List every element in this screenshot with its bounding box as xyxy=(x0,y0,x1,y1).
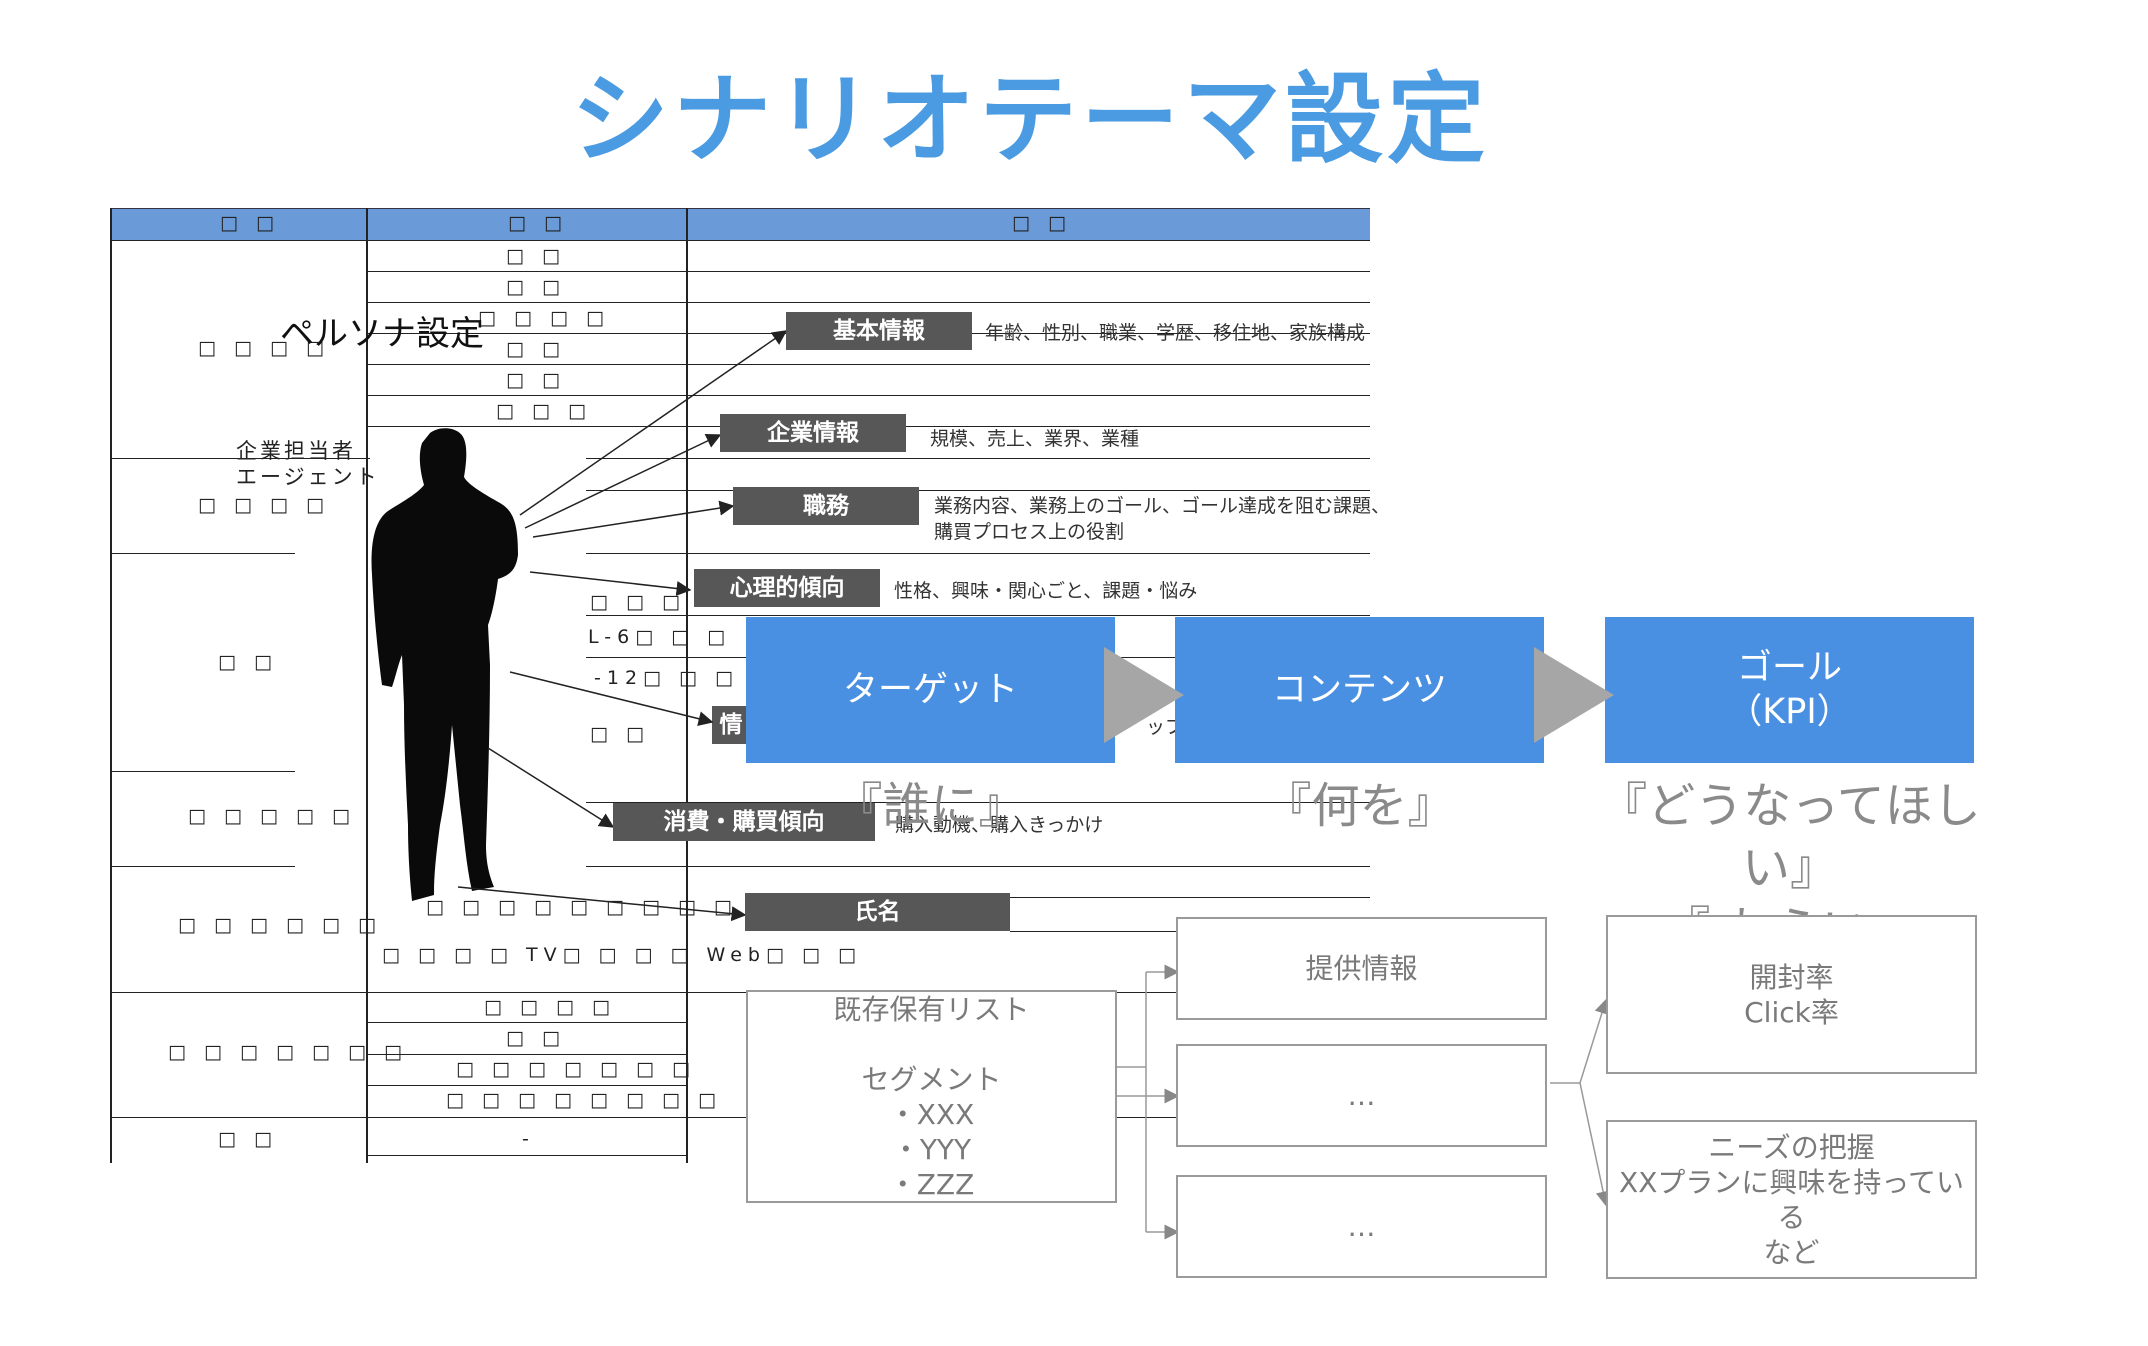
goal-box: ゴール （KPI） xyxy=(1605,617,1974,763)
table-rule xyxy=(366,395,1370,396)
table-rule xyxy=(366,1054,686,1055)
target-quote: 『誰に』 xyxy=(834,778,1027,834)
table-rule xyxy=(586,553,1370,554)
table-cell: □ □ □ □ □ □ □ xyxy=(456,1058,696,1080)
table-divider-2 xyxy=(686,208,688,1163)
table-rule xyxy=(366,1085,686,1086)
table-cell: □ □ □ □ xyxy=(198,494,330,516)
covered-desc: ップ xyxy=(1146,716,1185,738)
persona-desc-psychology: 性格、興味・関心ごと、課題・悩み xyxy=(894,580,1198,602)
table-cell: □ □ xyxy=(506,245,566,267)
table-rule xyxy=(110,240,1370,241)
arrow-right-icon xyxy=(1534,647,1614,743)
table-rule xyxy=(366,1022,686,1023)
persona-label-company-info: 企業情報 xyxy=(720,414,906,452)
table-cell: □ □ □ □ xyxy=(478,307,610,329)
table-rule xyxy=(366,302,1370,303)
table-header-cell-1: □ □ xyxy=(220,212,280,234)
goal-metric-box: 開封率 Click率 xyxy=(1606,915,1977,1074)
table-cell: □ □ □ □ □ xyxy=(188,805,356,827)
page-title: シナリオテーマ設定 xyxy=(570,63,1489,177)
persona-title: ペルソナ設定 xyxy=(280,314,484,354)
arrow-right-icon xyxy=(1104,647,1184,743)
persona-label-name: 氏名 xyxy=(745,893,1010,931)
table-cell: -12□ □ □ xyxy=(594,667,739,689)
content-info-box: 提供情報 xyxy=(1176,917,1547,1020)
table-header-cell-3: □ □ xyxy=(1012,212,1072,234)
table-rule xyxy=(110,992,1370,993)
table-rule xyxy=(110,1117,1370,1118)
table-cell: □ □ □ □ TV□ □ □ □ Web□ □ □ xyxy=(382,944,862,966)
table-cell: □ □ xyxy=(218,651,278,673)
persona-role: 企業担当者 エージェント xyxy=(236,439,380,489)
table-cell: □ □ □ □ xyxy=(198,337,330,359)
table-rule xyxy=(1010,897,1370,898)
table-cell: □ □ xyxy=(506,1027,566,1049)
table-rule xyxy=(110,866,295,867)
persona-desc-company-info: 規模、売上、業界、業種 xyxy=(930,428,1140,450)
table-cell: □ □ □ xyxy=(590,591,686,613)
table-rule xyxy=(586,490,1370,491)
goal-needs-box: ニーズの把握 XXプランに興味を持っている など xyxy=(1606,1120,1977,1279)
table-cell: □ □ xyxy=(506,369,566,391)
persona-desc-duties: 業務内容、業務上のゴール、ゴール達成を阻む課題、 購買プロセス上の役割 xyxy=(934,495,1391,543)
content-ellipsis-box: … xyxy=(1176,1175,1547,1278)
table-border-left xyxy=(110,208,112,1163)
table-divider-1 xyxy=(366,208,368,1163)
businessman-silhouette-icon xyxy=(371,428,518,901)
table-cell: □ □ □ □ xyxy=(484,996,616,1018)
content-quote: 『何を』 xyxy=(1263,778,1456,834)
table-rule xyxy=(586,802,1370,803)
table-cell: □ □ □ □ □ □ □ xyxy=(168,1041,408,1063)
table-rule xyxy=(586,866,1370,867)
table-rule xyxy=(586,458,1370,459)
table-cell: □ □ □ xyxy=(496,400,592,422)
covered-label: 情 xyxy=(712,706,750,744)
table-rule xyxy=(366,364,1370,365)
table-rule xyxy=(586,615,1370,616)
persona-label-purchasing: 消費・購買傾向 xyxy=(613,803,875,841)
table-header-cell-2: □ □ xyxy=(508,212,568,234)
table-rule xyxy=(110,553,295,554)
table-rule xyxy=(110,771,295,772)
table-rule xyxy=(110,458,370,459)
content-box: コンテンツ xyxy=(1175,617,1544,763)
table-cell: □ □ □ □ □ □ □ □ xyxy=(446,1089,722,1111)
persona-label-duties: 職務 xyxy=(733,487,919,525)
table-cell: L-6□ □ □ xyxy=(588,626,732,648)
persona-label-psychology: 心理的傾向 xyxy=(694,569,880,607)
table-cell: □ □ xyxy=(590,723,650,745)
content-ellipsis-box: … xyxy=(1176,1044,1547,1147)
table-cell: □ □ xyxy=(506,338,566,360)
table-cell: - xyxy=(522,1128,535,1150)
persona-desc-basic-info: 年齢、性別、職業、学歴、移住地、家族構成 xyxy=(985,322,1366,344)
persona-label-basic-info: 基本情報 xyxy=(786,312,972,350)
target-box: ターゲット xyxy=(746,617,1115,763)
table-cell: □ □ □ □ □ □ □ □ □ □ □ xyxy=(426,896,810,918)
table-cell: □ □ xyxy=(218,1128,278,1150)
table-header xyxy=(110,208,1370,240)
target-list-box: 既存保有リスト セグメント ・XXX ・YYY ・ZZZ xyxy=(746,990,1117,1203)
table-rule xyxy=(366,271,1370,272)
table-cell: □ □ xyxy=(506,276,566,298)
persona-desc-purchasing: 購入動機、購入きっかけ xyxy=(895,814,1104,836)
table-rule xyxy=(366,1155,686,1156)
table-cell: □ □ □ □ □ □ xyxy=(178,914,382,936)
